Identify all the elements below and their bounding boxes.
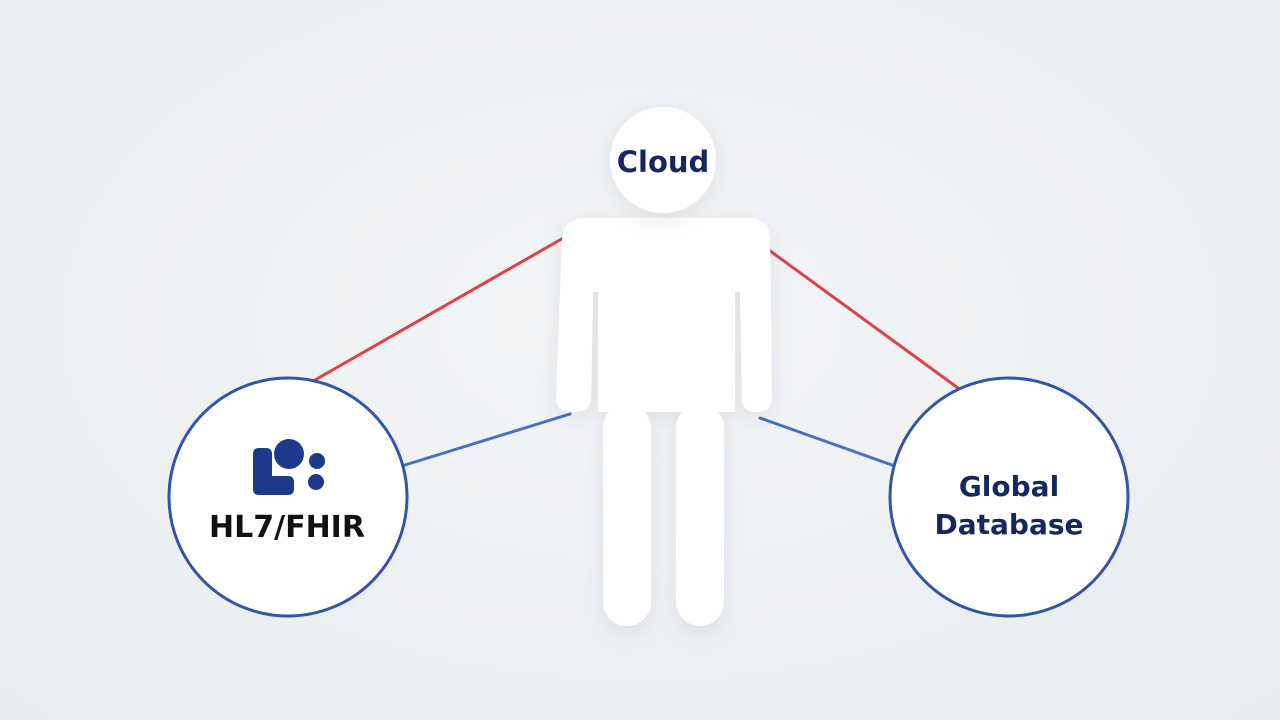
hl7-fhir-node: HL7/FHIR	[167, 376, 409, 618]
person-figure	[556, 218, 772, 626]
global-database-label-line2: Database	[934, 508, 1083, 541]
connector-blue-right	[758, 416, 894, 467]
global-database-label-line1: Global	[959, 470, 1059, 503]
connector-blue-left	[403, 412, 572, 467]
hl7-fhir-label: HL7/FHIR	[209, 510, 365, 545]
hl7-fhir-logo-icon	[253, 439, 325, 495]
connector-red-left	[313, 231, 574, 382]
cloud-node: Cloud	[610, 107, 716, 213]
connector-red-right	[760, 243, 960, 390]
global-database-node: Global Database	[888, 376, 1130, 618]
cloud-label: Cloud	[617, 145, 710, 179]
